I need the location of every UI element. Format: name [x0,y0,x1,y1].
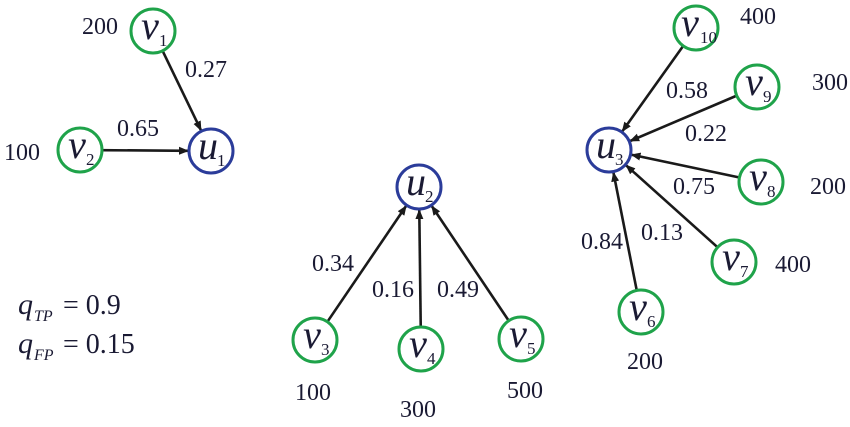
node-v8-subscript: 8 [767,182,776,201]
parameter-symbol: q [18,288,33,321]
edge-v9-u3 [629,94,738,143]
node-v2-subscript: 2 [86,150,95,169]
edge-v4-u2 [415,208,424,328]
node-v4-value: 300 [400,397,436,422]
edge-weight-v2-u1: 0.65 [117,116,159,142]
node-v2-symbol: v [68,122,86,167]
node-v5-subscript: 5 [527,339,536,358]
node-v10-subscript: 10 [700,28,717,47]
node-v8-symbol: v [749,154,767,199]
node-u3-symbol: u [596,122,616,167]
node-v3-subscript: 3 [321,340,330,359]
node-u1-subscript: 1 [217,151,226,170]
node-v6-value: 200 [627,349,663,375]
node-v1-value: 200 [82,14,118,40]
edge-weight-v9-u3: 0.22 [685,121,727,147]
parameter-subscript: FP [33,347,54,364]
node-v1-circle [129,7,177,55]
edge-weight-v4-u2: 0.16 [372,277,414,303]
node-v4-circle [397,325,445,373]
edge-v10-u3 [621,45,685,133]
node-v9-circle [733,63,781,111]
node-v7-value: 400 [775,252,811,278]
edge-weight-v10-u3: 0.58 [666,78,708,104]
edge-weight-v3-u2: 0.34 [312,251,354,277]
edge-v1-u1 [161,50,203,132]
parameter-value: = 0.9 [63,290,121,321]
node-v5-value: 500 [507,378,543,404]
node-v2-value: 100 [4,140,40,166]
node-v8-value: 200 [810,174,846,200]
edge-v5-u2 [430,205,510,322]
edge-weight-v8-u3: 0.75 [673,174,715,200]
node-v8-circle [737,158,785,206]
node-u1-circle [187,127,235,175]
node-v5-symbol: v [509,311,527,356]
edge-v8-u3 [630,152,740,179]
parameter-symbol: q [18,327,33,360]
edge-v7-u3 [625,164,719,249]
node-v6-subscript: 6 [647,312,656,331]
node-v6-circle [617,288,665,336]
edge-weight-v6-u3: 0.84 [581,229,623,255]
node-v6-symbol: v [629,284,647,329]
node-v3-value: 100 [295,380,331,406]
node-v1-subscript: 1 [159,31,168,50]
edge-weight-v5-u2: 0.49 [437,277,479,303]
node-v7-circle [710,238,758,286]
node-v4-symbol: v [409,321,427,366]
edge-v2-u1 [101,146,190,155]
node-u3-circle [585,126,633,174]
edge-weight-v7-u3: 0.13 [641,220,683,246]
node-v1-symbol: v [141,3,159,48]
node-v9-value: 300 [812,70,848,96]
node-u2-subscript: 2 [425,187,434,206]
node-v9-subscript: 9 [763,87,772,106]
edges-layer [101,45,740,328]
parameter-value: = 0.15 [63,329,135,360]
node-v3-symbol: v [303,312,321,357]
node-v3-circle [291,316,339,364]
node-v4-subscript: 4 [427,349,436,368]
node-v7-symbol: v [722,234,740,279]
node-v9-symbol: v [745,59,763,104]
node-v7-subscript: 7 [740,262,749,281]
node-v10-value: 400 [740,4,776,30]
labels-layer: 0.27 0.65 0.34 0.16 0.49 0.84 0.13 0.75 0.22 0.58… [4,4,848,423]
node-u3-subscript: 3 [615,150,624,169]
node-v10-circle [672,4,720,52]
node-u1-symbol: u [198,123,218,168]
edge-v3-u2 [326,205,408,323]
node-u2-circle [395,163,443,211]
node-v5-circle [497,315,545,363]
edge-v6-u3 [611,171,639,291]
node-u2-symbol: u [406,159,426,204]
node-v10-symbol: v [681,0,699,45]
node-v2-circle [56,126,104,174]
parameter-subscript: TP [34,308,53,325]
edge-weight-v1-u1: 0.27 [185,57,227,83]
